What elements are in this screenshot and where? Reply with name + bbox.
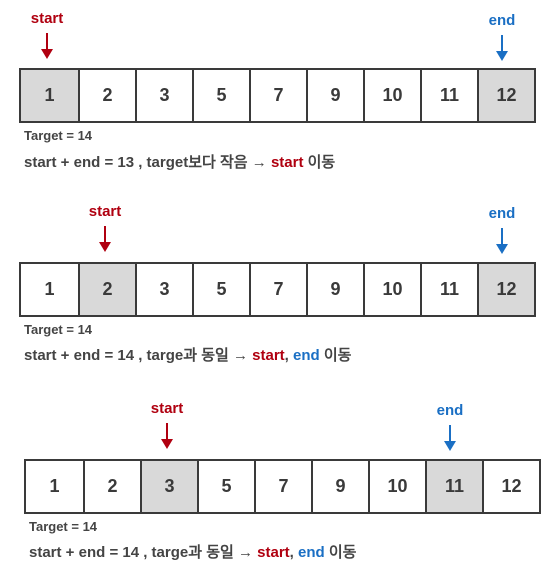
array-cell: 2	[83, 461, 140, 512]
array-cell: 7	[249, 264, 306, 315]
start-pointer-label: start	[30, 10, 64, 27]
array-cell: 5	[192, 264, 249, 315]
array-cell: 9	[306, 264, 363, 315]
array-cell: 7	[249, 70, 306, 121]
end-arrow-icon	[444, 425, 456, 451]
array-cell: 11	[425, 461, 482, 512]
array-cell: 5	[197, 461, 254, 512]
array-cell: 3	[140, 461, 197, 512]
array-cell: 10	[368, 461, 425, 512]
array-cell: 7	[254, 461, 311, 512]
step-caption: start + end = 14 , targe과 동일 → start, en…	[24, 344, 351, 365]
caption-prefix: start + end = 14 , targe과 동일 →	[29, 544, 258, 561]
caption-end: end	[298, 544, 325, 561]
caption-start: start	[252, 347, 285, 364]
end-arrow-icon	[496, 228, 508, 254]
array-cell: 1	[26, 461, 83, 512]
start-pointer-label: start	[88, 203, 122, 220]
array-cell: 11	[420, 70, 477, 121]
end-pointer-label: end	[488, 205, 516, 222]
caption-suffix: 이동	[303, 154, 336, 171]
array-cell: 12	[477, 70, 534, 121]
start-pointer-label: start	[150, 400, 184, 417]
target-label: Target = 14	[29, 519, 98, 534]
array-cell: 12	[482, 461, 539, 512]
start-arrow-icon	[99, 226, 111, 252]
caption-prefix: start + end = 13 , target보다 작음 →	[24, 154, 271, 171]
target-label: Target = 14	[24, 128, 93, 143]
array-cell: 12	[477, 264, 534, 315]
caption-start: start	[257, 544, 290, 561]
array-cell: 10	[363, 264, 420, 315]
array-cell: 10	[363, 70, 420, 121]
caption-separator: ,	[289, 544, 298, 561]
step-caption: start + end = 14 , targe과 동일 → start, en…	[29, 541, 356, 562]
caption-suffix: 이동	[324, 544, 357, 561]
target-label: Target = 14	[24, 322, 93, 337]
end-pointer-label: end	[436, 402, 464, 419]
caption-start: start	[270, 154, 304, 171]
caption-prefix: start + end = 14 , targe과 동일 →	[24, 347, 253, 364]
start-arrow-icon	[41, 33, 53, 59]
end-arrow-icon	[496, 35, 508, 61]
array-cell: 11	[420, 264, 477, 315]
caption-suffix: 이동	[319, 347, 352, 364]
step-caption: start + end = 13 , target보다 작음 → start 이…	[24, 151, 335, 172]
caption-separator: ,	[284, 347, 293, 364]
array-cell: 3	[135, 264, 192, 315]
array-cell: 1	[21, 264, 78, 315]
end-pointer-label: end	[488, 12, 516, 29]
array-cell: 5	[192, 70, 249, 121]
array-cell: 3	[135, 70, 192, 121]
array-cell: 9	[306, 70, 363, 121]
array-cell: 9	[311, 461, 368, 512]
array-cell: 2	[78, 70, 135, 121]
caption-end: end	[293, 347, 320, 364]
array-cell: 2	[78, 264, 135, 315]
start-arrow-icon	[161, 423, 173, 449]
array-cell: 1	[21, 70, 78, 121]
